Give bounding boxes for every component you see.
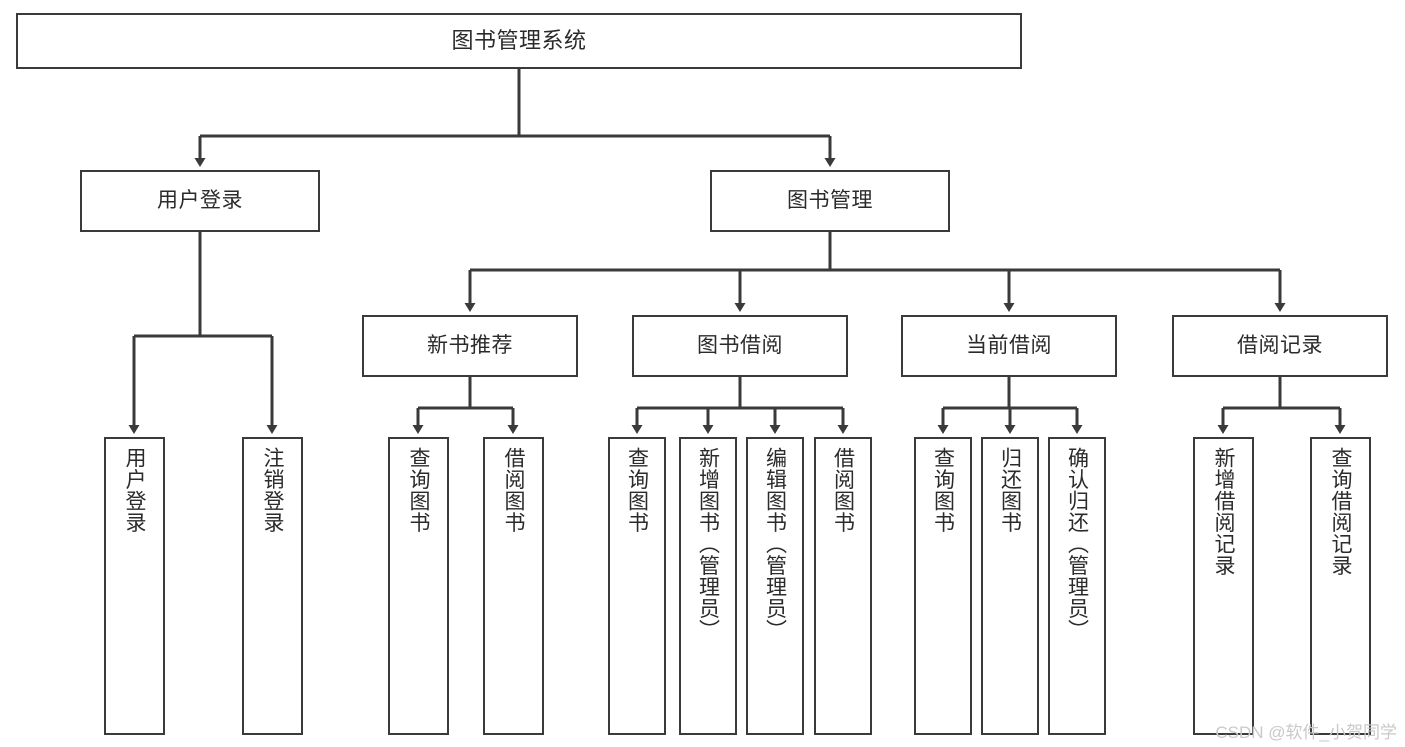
leaf-current-return-book[interactable]: 归还图书	[981, 437, 1039, 735]
node-current-borrow-label: 当前借阅	[966, 333, 1052, 357]
leaf-user-logout-label: 注销登录	[261, 447, 285, 533]
leaf-records-add[interactable]: 新增借阅记录	[1193, 437, 1254, 735]
node-new-book-recommend[interactable]: 新书推荐	[362, 315, 578, 377]
node-borrow-records[interactable]: 借阅记录	[1172, 315, 1388, 377]
leaf-borrow-borrow-book-label: 借阅图书	[831, 447, 855, 533]
leaf-borrow-add-book-label: 新增图书（管理员）	[696, 447, 720, 641]
leaf-current-query-book[interactable]: 查询图书	[914, 437, 972, 735]
leaf-recommend-query-book-label: 查询图书	[407, 447, 431, 533]
node-book-borrow[interactable]: 图书借阅	[632, 315, 848, 377]
leaf-borrow-add-book[interactable]: 新增图书（管理员）	[679, 437, 737, 735]
leaf-user-login-label: 用户登录	[123, 447, 147, 533]
node-user-login-label: 用户登录	[157, 188, 243, 212]
leaf-recommend-query-book[interactable]: 查询图书	[388, 437, 449, 735]
node-current-borrow[interactable]: 当前借阅	[901, 315, 1117, 377]
leaf-current-return-book-label: 归还图书	[998, 447, 1022, 533]
leaf-records-query[interactable]: 查询借阅记录	[1310, 437, 1371, 735]
leaf-current-confirm-return-label: 确认归还（管理员）	[1065, 447, 1089, 641]
csdn-watermark: CSDN @软件_小贺同学	[1215, 723, 1397, 742]
node-user-login[interactable]: 用户登录	[80, 170, 320, 232]
node-book-manage-label: 图书管理	[787, 188, 873, 212]
node-new-book-recommend-label: 新书推荐	[427, 333, 513, 357]
leaf-borrow-borrow-book[interactable]: 借阅图书	[814, 437, 872, 735]
leaf-current-query-book-label: 查询图书	[931, 447, 955, 533]
leaf-borrow-edit-book[interactable]: 编辑图书（管理员）	[746, 437, 804, 735]
leaf-borrow-query-book-label: 查询图书	[625, 447, 649, 533]
leaf-recommend-borrow-book[interactable]: 借阅图书	[483, 437, 544, 735]
leaf-records-add-label: 新增借阅记录	[1212, 447, 1236, 576]
leaf-records-query-label: 查询借阅记录	[1329, 447, 1353, 576]
node-root[interactable]: 图书管理系统	[16, 13, 1022, 69]
leaf-current-confirm-return[interactable]: 确认归还（管理员）	[1048, 437, 1106, 735]
leaf-borrow-edit-book-label: 编辑图书（管理员）	[763, 447, 787, 641]
leaf-user-logout[interactable]: 注销登录	[242, 437, 303, 735]
node-borrow-records-label: 借阅记录	[1237, 333, 1323, 357]
leaf-borrow-query-book[interactable]: 查询图书	[608, 437, 666, 735]
node-book-manage[interactable]: 图书管理	[710, 170, 950, 232]
leaf-user-login[interactable]: 用户登录	[104, 437, 165, 735]
leaf-recommend-borrow-book-label: 借阅图书	[502, 447, 526, 533]
node-book-borrow-label: 图书借阅	[697, 333, 783, 357]
node-root-label: 图书管理系统	[451, 28, 587, 54]
